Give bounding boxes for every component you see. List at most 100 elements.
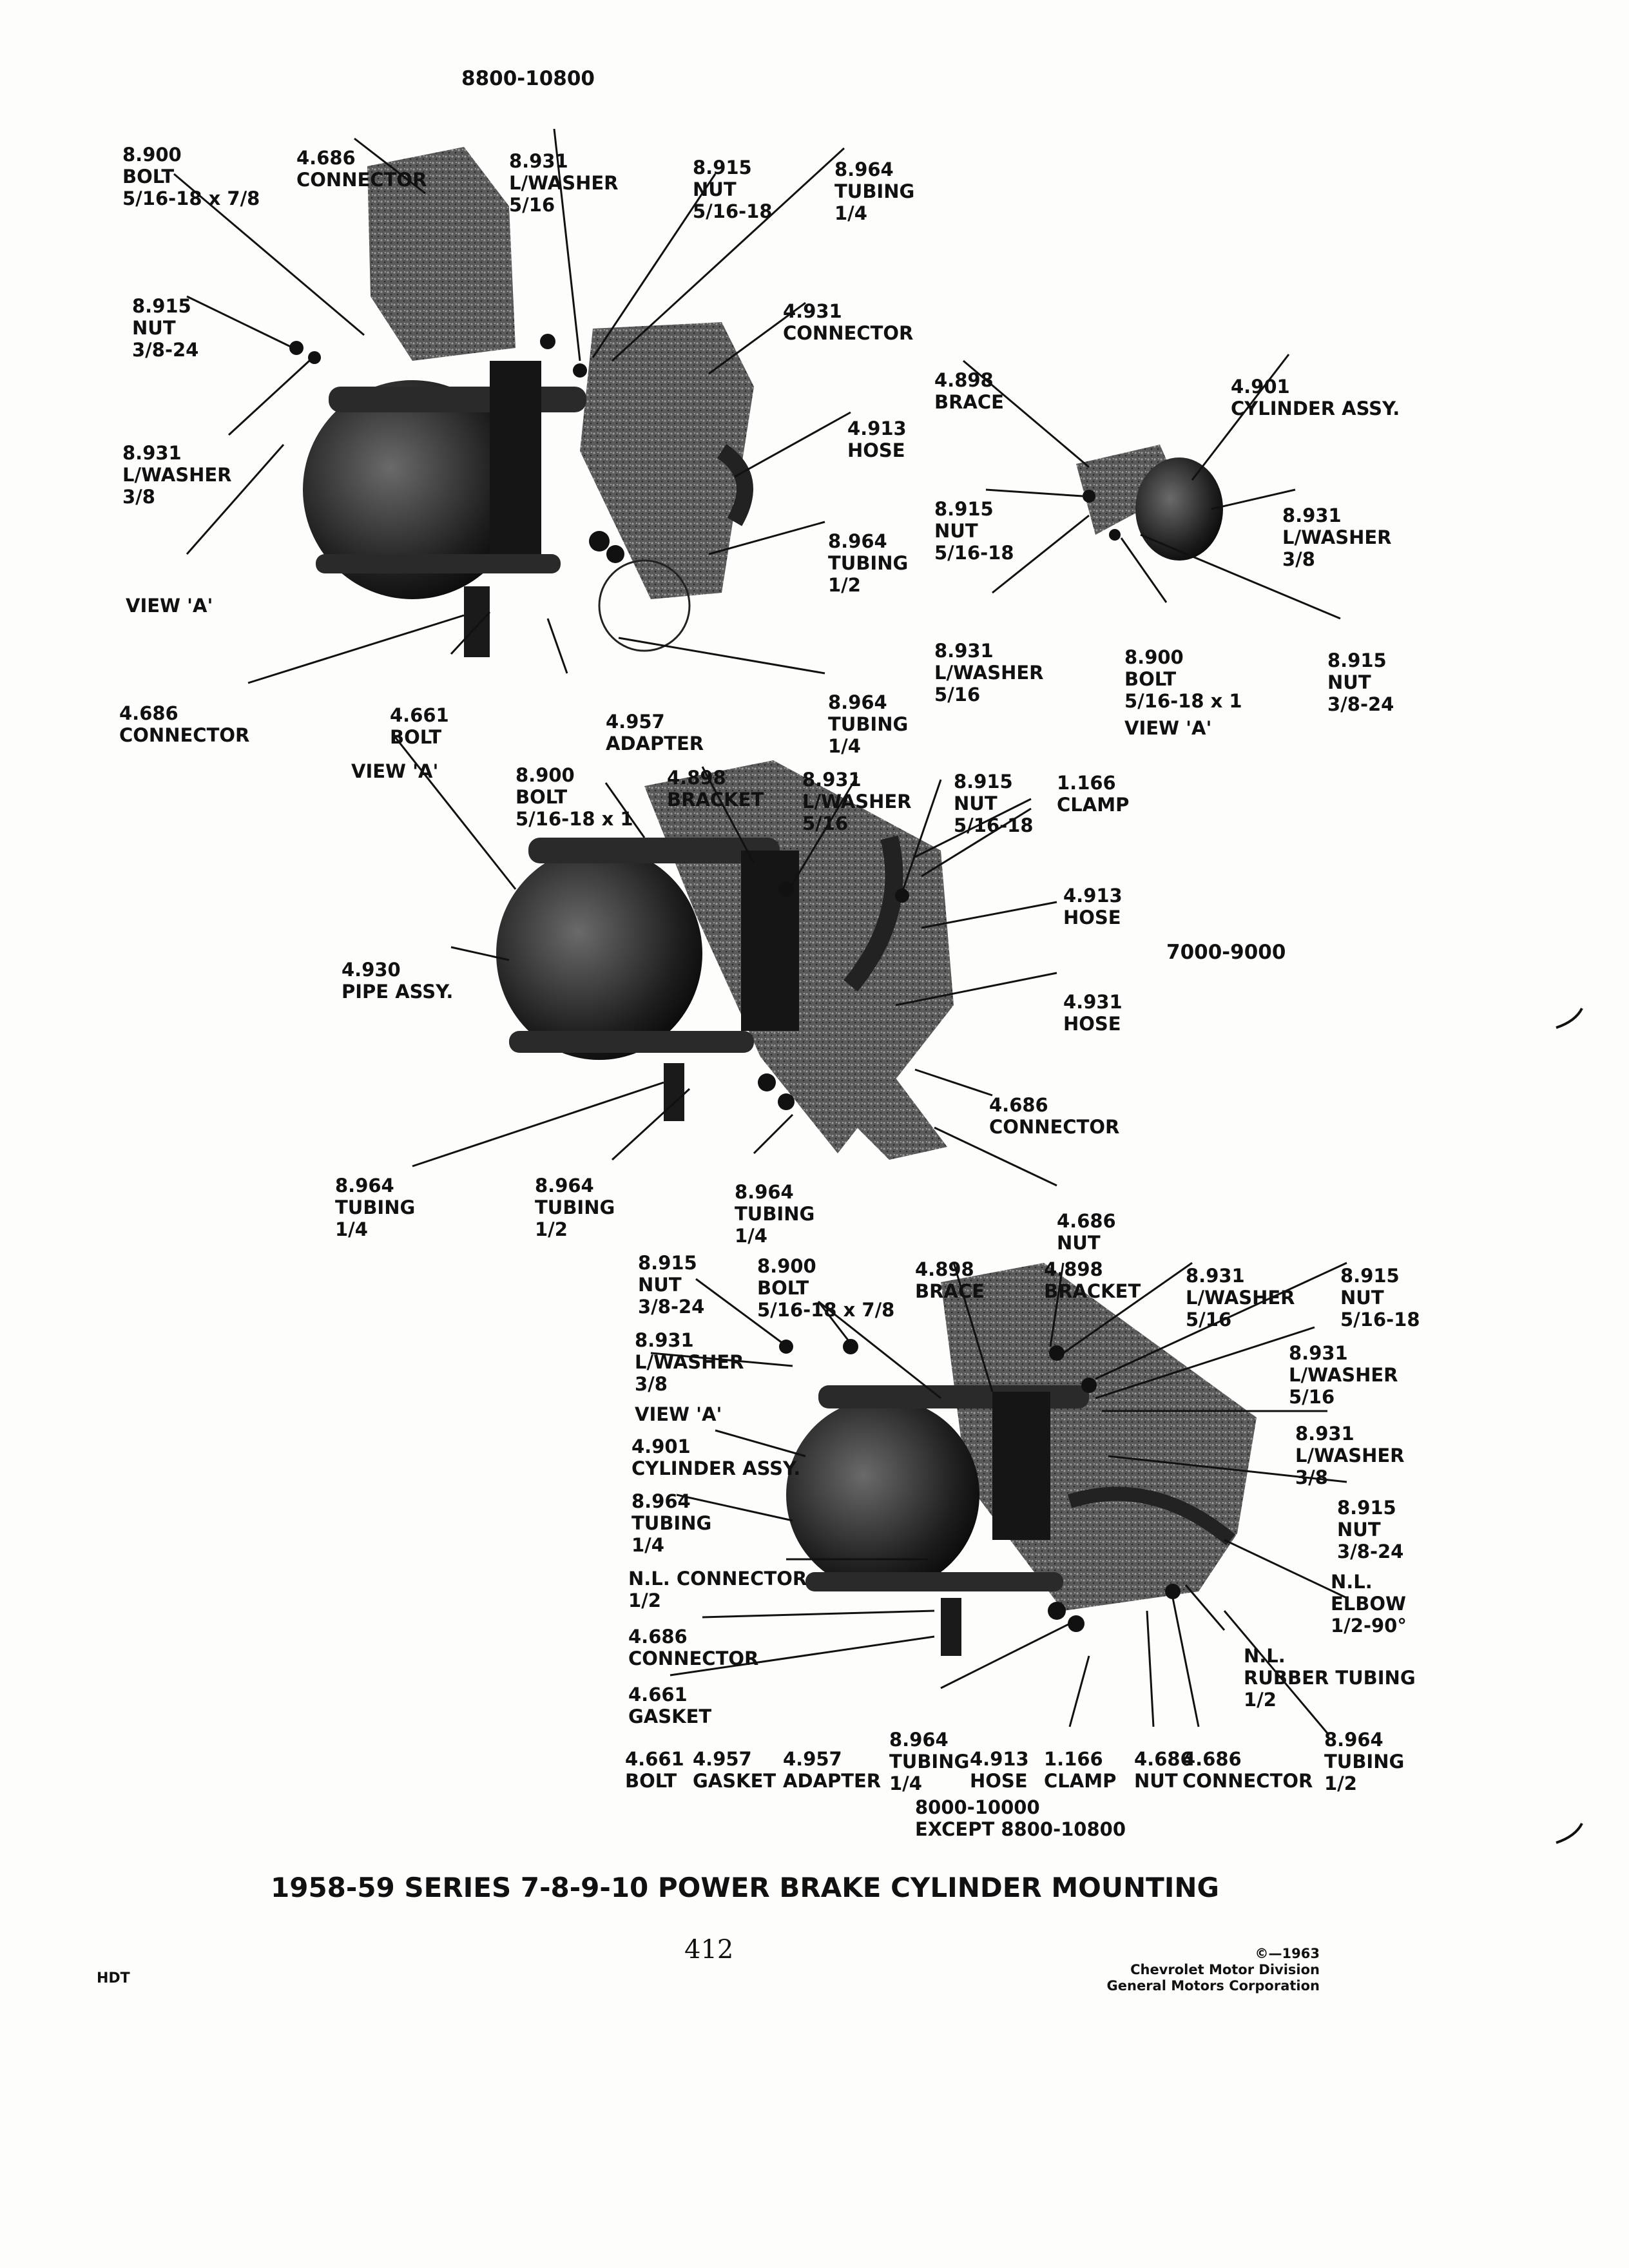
diagram1-connector-stem — [464, 586, 490, 657]
diagram1-model-range: 8800-10800 — [461, 67, 595, 90]
diagram1-upper-tube — [329, 387, 586, 412]
view-a-cylinder — [1135, 457, 1223, 561]
d1-callout-view-a: VIEW 'A' — [126, 595, 213, 617]
diagram1-illustration — [289, 147, 754, 657]
diagram2-illustration — [496, 760, 954, 1160]
diagram3-bracket — [992, 1392, 1050, 1540]
d3-callout-view-a: VIEW 'A' — [635, 1403, 722, 1425]
diagram1-frame-rail — [580, 322, 754, 599]
diagram2-bracket — [741, 850, 799, 1031]
diagram3-illustration — [779, 1263, 1257, 1656]
diagram1-leader-lines — [173, 128, 851, 684]
diagram2-model-range: 7000-9000 — [1166, 941, 1286, 964]
diagram1-bracket-plate — [367, 147, 516, 361]
margin-mark — [1556, 1823, 1583, 1844]
view-a-illustration — [1076, 445, 1223, 561]
diagram2-leader-lines — [392, 734, 1057, 1187]
view-a-brace — [1076, 445, 1179, 535]
diagram2-connector-stem — [664, 1063, 684, 1121]
va-title: VIEW 'A' — [1124, 717, 1212, 739]
section-code: HDT — [97, 1970, 130, 1986]
view-a-leader-lines — [963, 354, 1341, 620]
diagram3-lower-tube — [805, 1572, 1063, 1591]
diagram2-upper-tube — [528, 838, 780, 863]
d2-callout-view-a: VIEW 'A' — [351, 760, 439, 782]
diagram1-lower-tube — [316, 554, 561, 573]
page-caption: 1958-59 SERIES 7-8-9-10 POWER BRAKE CYLI… — [271, 1872, 1220, 1903]
copyright-notice: ©—1963 Chevrolet Motor Division General … — [1106, 1946, 1320, 1994]
diagram2-lower-tube — [509, 1031, 754, 1053]
diagram3-hose — [1067, 1486, 1236, 1546]
diagram1-tubing-loop — [598, 559, 691, 652]
diagram3-leader-lines — [650, 1262, 1347, 1734]
diagram2-lower-rail — [773, 1044, 947, 1160]
diagram3-power-cylinder — [786, 1398, 979, 1591]
diagram3-connector-stem — [941, 1598, 961, 1656]
diagram1-hose — [717, 444, 753, 526]
margin-mark — [1556, 1008, 1583, 1029]
page-number: 412 — [684, 1935, 734, 1965]
diagram1-mount-bracket — [490, 361, 541, 554]
diagram2-hose — [843, 835, 903, 992]
diagram2-power-cylinder — [496, 847, 702, 1060]
